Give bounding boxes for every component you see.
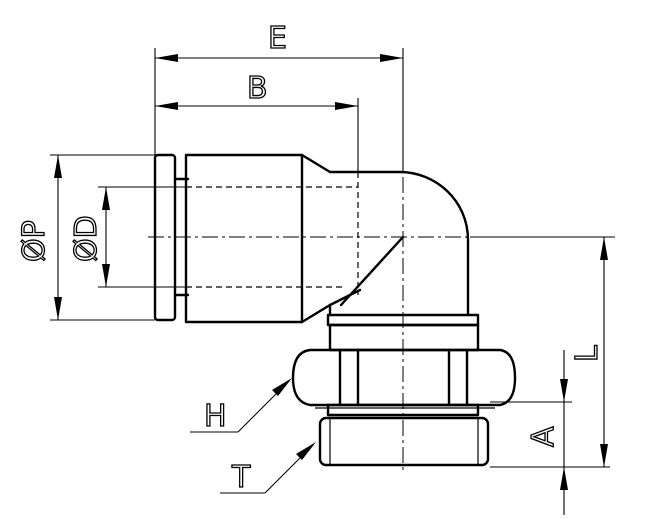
dimension-a-label: A (526, 426, 561, 447)
sleeve-body (184, 153, 402, 324)
leader-h-label: H (204, 399, 227, 434)
leader-t: T (220, 442, 316, 496)
dimension-p: ØP (16, 154, 155, 321)
dimension-d-label: ØD (69, 215, 104, 262)
dimension-e: E (154, 20, 404, 172)
thread (318, 416, 490, 467)
elbow-body (186, 170, 470, 317)
dimension-p-label: ØP (17, 220, 52, 262)
leader-t-label: T (231, 460, 251, 495)
leader-h: H (190, 378, 292, 435)
hex-nut (291, 348, 517, 417)
dimension-l: L (470, 236, 610, 468)
dimension-b: B (155, 70, 359, 172)
dimension-l-label: L (570, 345, 605, 362)
dimension-b-label: B (247, 71, 268, 106)
dimension-d: ØD (68, 186, 186, 288)
dimension-e-label: E (268, 21, 287, 56)
dimension-a: A (490, 350, 572, 515)
